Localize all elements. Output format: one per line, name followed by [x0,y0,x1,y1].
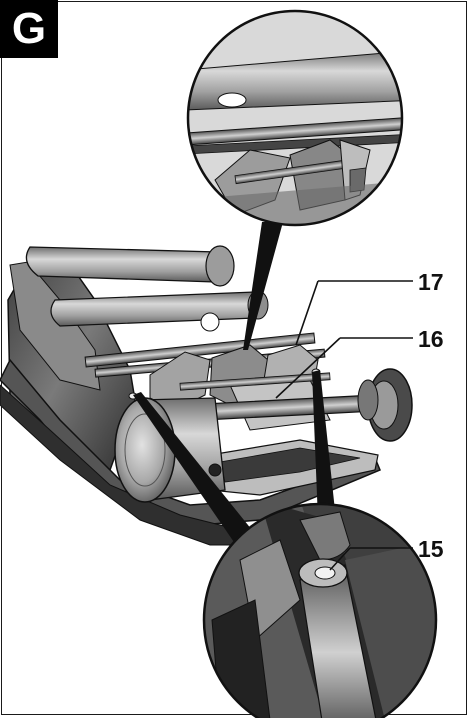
figure-label-badge: G [0,0,58,58]
detail-pointers [133,222,336,548]
callout-17: 17 [418,269,444,295]
top-detail-magnifier [186,9,404,227]
callout-15: 15 [418,536,444,562]
bottom-detail-magnifier [202,502,438,718]
leader-15 [329,547,413,571]
leader-16 [275,337,413,399]
leader-17 [295,280,413,346]
figure-letter: G [11,4,47,53]
callout-leaders [275,280,413,571]
callout-16: 16 [418,326,444,352]
